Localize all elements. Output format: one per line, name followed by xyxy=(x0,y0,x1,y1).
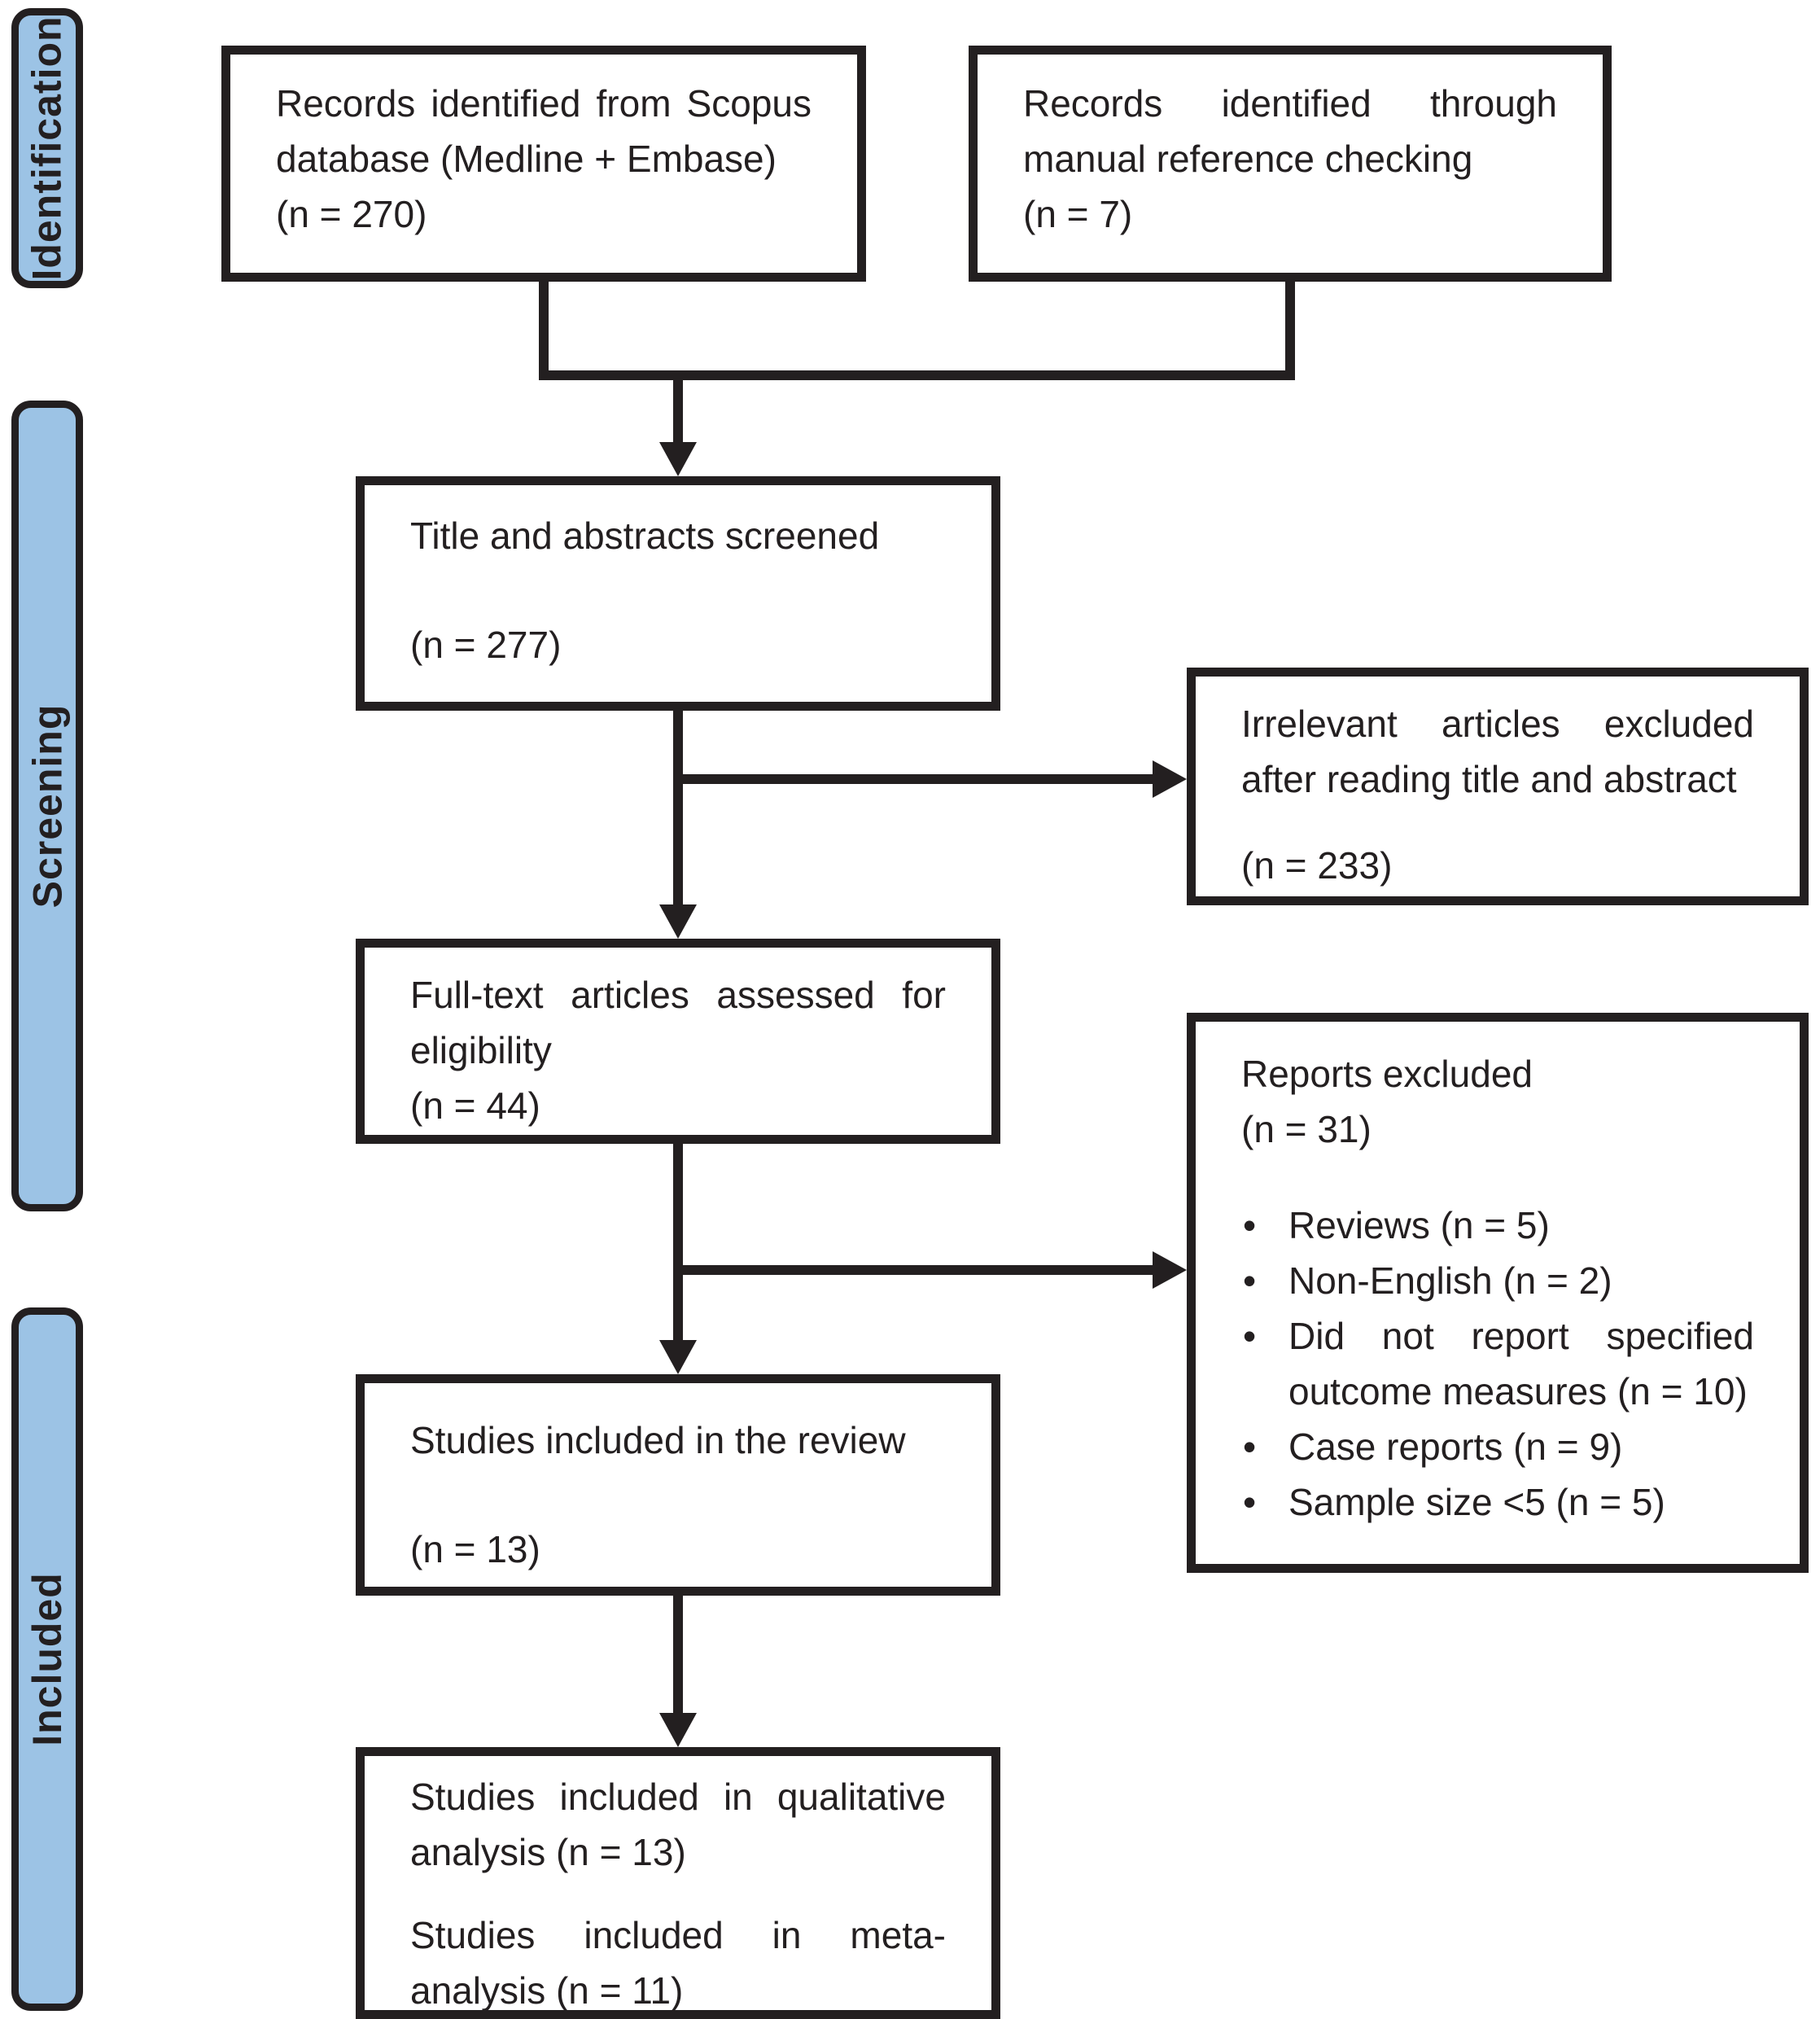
screened-text: Title and abstracts screened xyxy=(410,515,880,557)
box-records-scopus: Records identified from Scopus database … xyxy=(221,46,866,282)
connector-review-drop xyxy=(673,1596,683,1715)
screened-count: (n = 277) xyxy=(410,624,562,666)
final-qualitative-text: Studies included in qualitative analysis… xyxy=(410,1776,946,1873)
exclusion-reason-item: Sample size <5 (n = 5) xyxy=(1241,1474,1754,1530)
stage-label-included: Included xyxy=(24,1572,71,1746)
final-meta-text: Studies included in meta-analysis (n = 1… xyxy=(410,1914,946,2012)
fulltext-text: Full-text articles assessed for eligibil… xyxy=(410,974,946,1071)
review-text: Studies included in the review xyxy=(410,1419,906,1461)
arrowhead-into-review xyxy=(659,1340,697,1374)
records-scopus-text: Records identified from Scopus database … xyxy=(276,82,812,180)
reports-excluded-title: Reports excluded xyxy=(1241,1053,1533,1095)
box-reports-excluded: Reports excluded (n = 31) Reviews (n = 5… xyxy=(1187,1013,1809,1573)
arrowhead-into-screened xyxy=(659,442,697,476)
connector-merge-drop xyxy=(673,370,683,445)
box-records-manual: Records identified through manual refere… xyxy=(969,46,1612,282)
arrowhead-into-irrelevant xyxy=(1153,760,1187,798)
box-final-analysis: Studies included in qualitative analysis… xyxy=(356,1747,1000,2019)
box-irrelevant-excluded: Irrelevant articles excluded after readi… xyxy=(1187,668,1809,905)
stage-label-identification: Identification xyxy=(24,15,71,281)
box-fulltext-assessed: Full-text articles assessed for eligibil… xyxy=(356,939,1000,1144)
review-count: (n = 13) xyxy=(410,1528,540,1570)
connector-branch-irrelevant xyxy=(673,774,1153,784)
connector-manual-drop xyxy=(1285,282,1295,380)
reports-excluded-count: (n = 31) xyxy=(1241,1108,1372,1150)
connector-scopus-drop xyxy=(539,282,549,380)
fulltext-count: (n = 44) xyxy=(410,1084,540,1127)
exclusion-reasons-list: Reviews (n = 5) Non-English (n = 2) Did … xyxy=(1241,1198,1754,1530)
stage-label-screening: Screening xyxy=(24,703,70,909)
arrowhead-into-reports xyxy=(1153,1251,1187,1289)
stage-bar-identification: Identification xyxy=(11,8,83,288)
connector-merge-horizontal xyxy=(539,370,1295,380)
exclusion-reason-item: Case reports (n = 9) xyxy=(1241,1419,1754,1474)
connector-branch-reports xyxy=(673,1265,1153,1275)
box-studies-included-review: Studies included in the review (n = 13) xyxy=(356,1374,1000,1596)
exclusion-reason-item: Reviews (n = 5) xyxy=(1241,1198,1754,1253)
box-title-abstracts-screened: Title and abstracts screened (n = 277) xyxy=(356,476,1000,711)
records-manual-text: Records identified through manual refere… xyxy=(1023,82,1557,180)
irrelevant-count: (n = 233) xyxy=(1241,844,1393,887)
irrelevant-text: Irrelevant articles excluded after readi… xyxy=(1241,703,1754,800)
stage-bar-included: Included xyxy=(11,1307,83,2011)
stage-bar-screening: Screening xyxy=(11,401,83,1211)
arrowhead-into-final xyxy=(659,1713,697,1747)
arrowhead-into-fulltext xyxy=(659,904,697,939)
exclusion-reason-item: Non-English (n = 2) xyxy=(1241,1253,1754,1308)
connector-screened-drop xyxy=(673,711,683,904)
records-scopus-count: (n = 270) xyxy=(276,193,427,235)
records-manual-count: (n = 7) xyxy=(1023,193,1133,235)
exclusion-reason-item: Did not report specified outcome measure… xyxy=(1241,1308,1754,1419)
connector-fulltext-drop xyxy=(673,1144,683,1340)
